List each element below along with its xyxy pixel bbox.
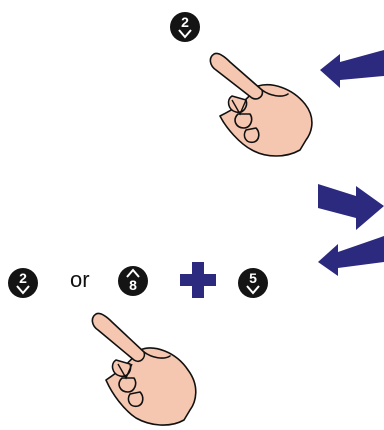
down-arrow-icon bbox=[16, 285, 30, 295]
down-arrow-icon bbox=[178, 29, 192, 39]
key-digit: 2 bbox=[19, 270, 27, 286]
key-8[interactable]: 8 bbox=[118, 266, 148, 296]
key-5[interactable]: 5 bbox=[238, 268, 268, 298]
key-digit: 5 bbox=[249, 270, 257, 286]
down-arrow-icon bbox=[246, 285, 260, 295]
or-label: or bbox=[70, 267, 90, 292]
key-2-top[interactable]: 2 bbox=[170, 12, 200, 42]
key-digit: 2 bbox=[181, 14, 189, 30]
key-digit: 8 bbox=[129, 277, 137, 293]
key-2-bottom[interactable]: 2 bbox=[8, 268, 38, 298]
up-arrow-icon bbox=[126, 268, 140, 278]
